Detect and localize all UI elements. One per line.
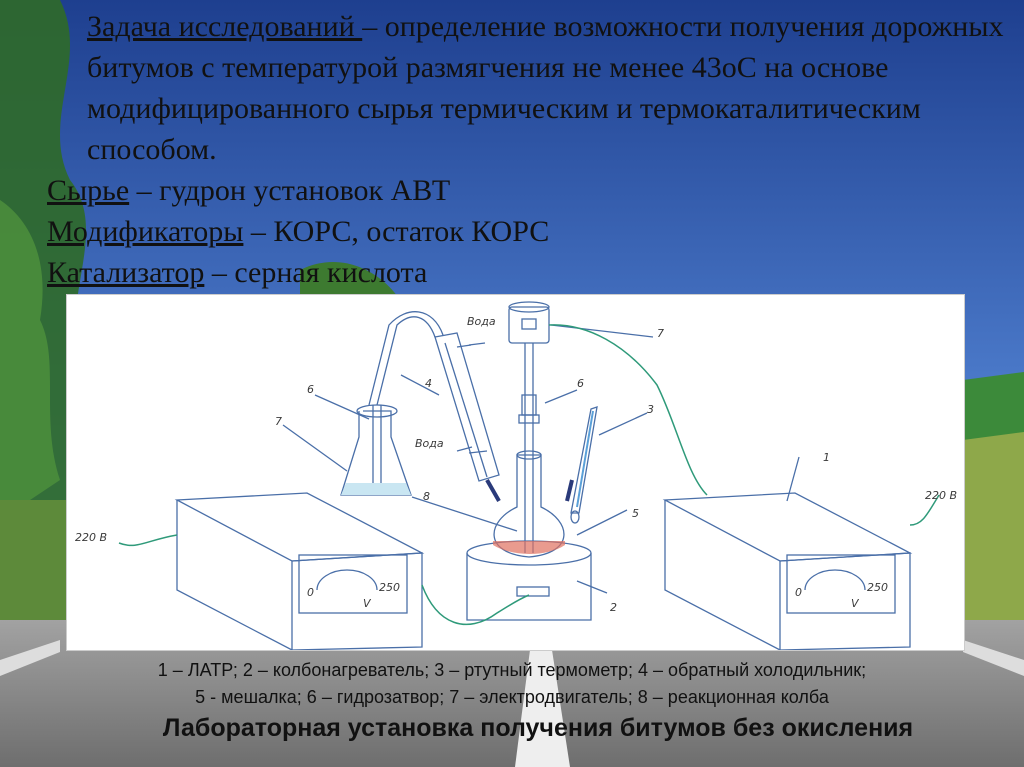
lab-setup-diagram: 1 2 3 4 5 6 6 7 7 8 Вода Вода 220 В 220 … <box>66 294 965 651</box>
task-text: – определение возможности получения доро… <box>87 10 1004 166</box>
power-wires <box>118 324 940 626</box>
reflux-condenser <box>368 311 500 482</box>
hydraulic-seal-flask <box>340 404 412 496</box>
label-8: 8 <box>423 490 430 503</box>
label-water-bottom: Вода <box>415 437 444 450</box>
label-2: 2 <box>610 601 617 614</box>
label-6-left: 6 <box>307 383 314 396</box>
label-7-right: 7 <box>657 327 664 340</box>
label-220v-right: 220 В <box>925 489 957 502</box>
label-6-right: 6 <box>577 377 584 390</box>
feed-text: – гудрон установок АВТ <box>129 174 451 207</box>
label-220v-left: 220 В <box>75 531 107 544</box>
figure-caption: Лабораторная установка получения битумов… <box>162 714 914 742</box>
catalyst-text: – серная кислота <box>204 256 428 289</box>
modifiers-text: – КОРС, остаток КОРС <box>243 215 550 248</box>
task-description: Задача исследований – определение возмож… <box>47 6 1007 293</box>
latr-right-box <box>662 492 913 650</box>
latr-left-box <box>174 492 425 650</box>
diagram-drawing: 1 2 3 4 5 6 6 7 7 8 Вода Вода 220 В 220 … <box>75 301 957 650</box>
task-label: Задача исследований <box>87 10 363 43</box>
label-1: 1 <box>823 451 830 464</box>
catalyst-label: Катализатор <box>47 256 205 289</box>
label-3: 3 <box>647 403 654 416</box>
reaction-flask <box>493 450 565 558</box>
stirrer-motor <box>508 301 550 553</box>
label-5: 5 <box>632 507 639 520</box>
feed-label: Сырье <box>47 174 130 207</box>
meter-left-zero: 0 <box>307 586 314 599</box>
legend-line-1: 1 – ЛАТР; 2 – колбонагреватель; 3 – ртут… <box>157 660 867 680</box>
meter-left-max: 250 <box>379 581 400 594</box>
label-4: 4 <box>425 377 432 390</box>
label-water-top: Вода <box>467 315 496 328</box>
label-7-left: 7 <box>275 415 282 428</box>
mercury-thermometer <box>570 406 598 524</box>
meter-left-unit: V <box>363 597 372 610</box>
legend-line-2: 5 - мешалка; 6 – гидрозатвор; 7 – электр… <box>195 687 829 707</box>
meter-right-max: 250 <box>867 581 888 594</box>
meter-right-zero: 0 <box>795 586 802 599</box>
meter-right-unit: V <box>851 597 860 610</box>
modifiers-label: Модификаторы <box>47 215 244 248</box>
